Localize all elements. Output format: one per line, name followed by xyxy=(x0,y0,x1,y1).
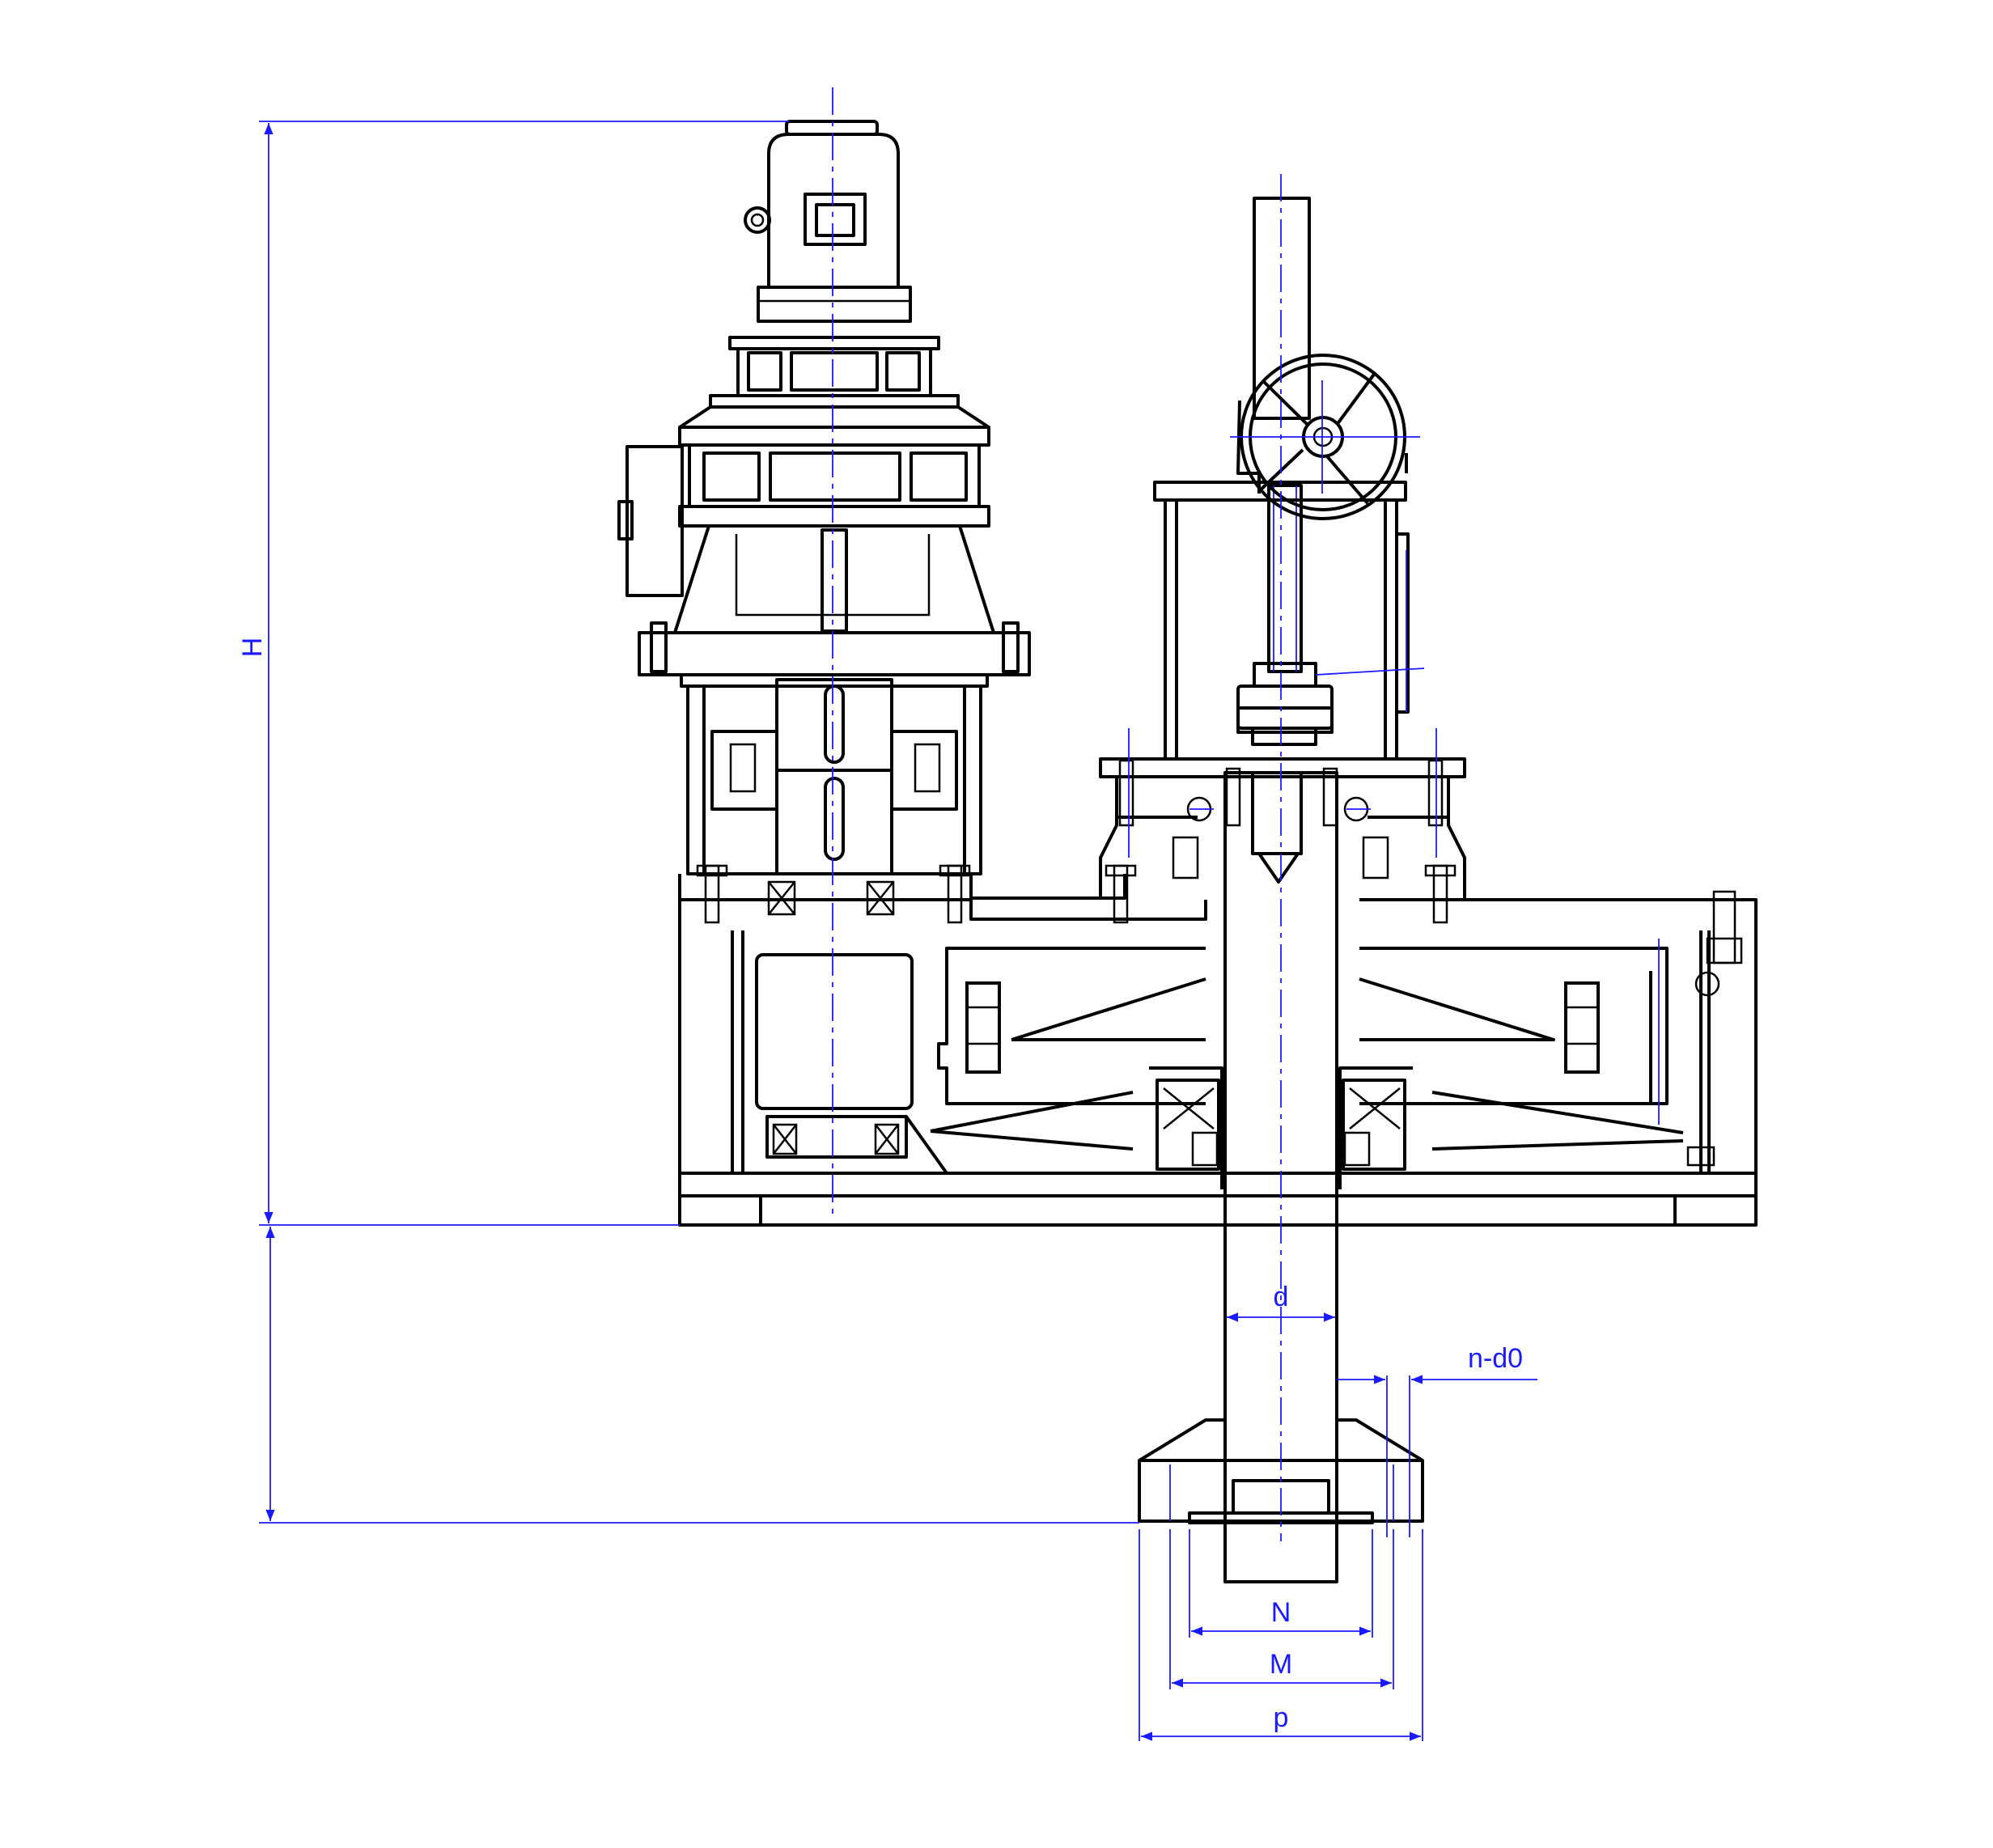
coupling-housing xyxy=(686,678,982,875)
dim-label-p: p xyxy=(1274,1702,1289,1733)
lifting-device xyxy=(1099,197,1466,1583)
center-lines xyxy=(832,87,1660,1541)
dim-label-d: d xyxy=(1274,1282,1289,1312)
drive-motor xyxy=(744,120,912,323)
dim-label-N: N xyxy=(1271,1597,1291,1628)
dim-label-n-d0: n-d0 xyxy=(1468,1343,1523,1374)
planetary-reducer xyxy=(617,336,1031,688)
dimension-lines xyxy=(259,121,1537,1741)
main-frame xyxy=(678,864,1758,1227)
dim-label-H: H xyxy=(237,638,268,658)
dim-label-M: M xyxy=(1270,1649,1292,1680)
